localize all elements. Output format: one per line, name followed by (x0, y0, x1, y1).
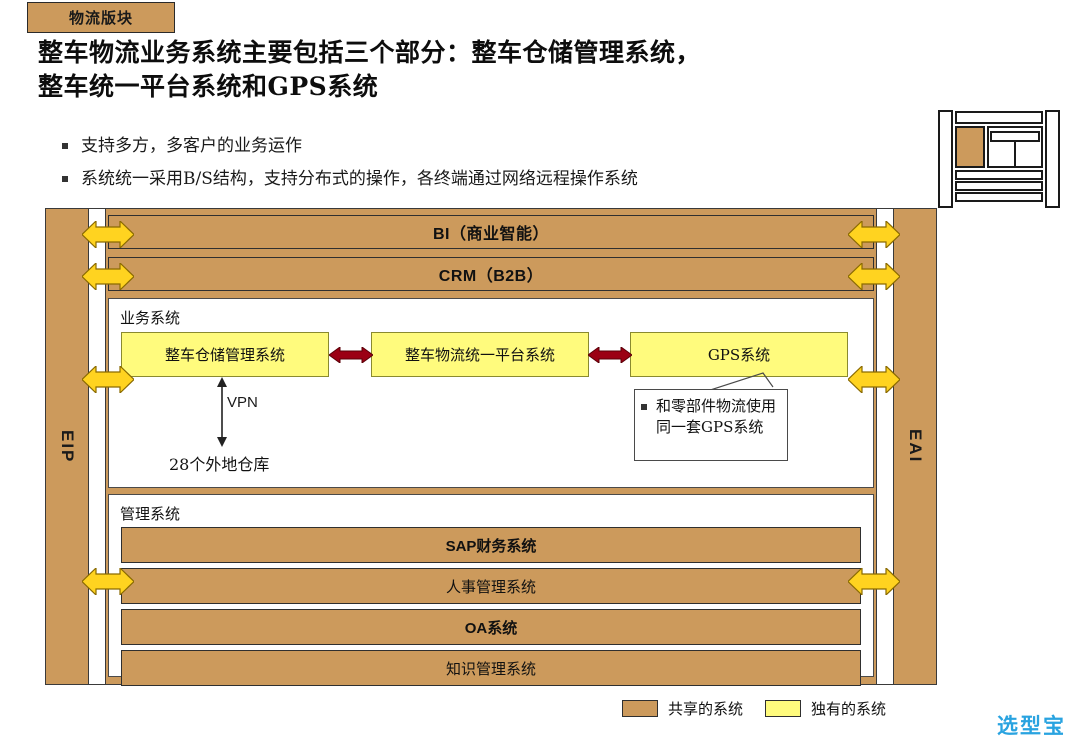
bar-knowledge-management-system[interactable]: 知识管理系统 (121, 650, 861, 686)
management-panel-title: 管理系统 (120, 505, 181, 523)
crm-band: CRM（B2B） (108, 257, 874, 291)
architecture-diagram: EIP EAI BI（商业智能） CRM（B2B） 业务系统 整车仓储管理系统 … (45, 208, 937, 686)
bullet-list: 支持多方，多客户的业务运作 系统统一采用B/S结构，支持分布式的操作，各终端通过… (62, 134, 892, 200)
bidirectional-arrow-icon (587, 346, 633, 364)
legend-swatch-shared (622, 700, 658, 717)
legend-label: 共享的系统 (668, 700, 744, 718)
page-title-line-1: 整车物流业务系统主要包括三个部分：整车仓储管理系统， (38, 38, 702, 67)
business-panel-title: 业务系统 (120, 309, 181, 327)
list-item: 支持多方，多客户的业务运作 (62, 134, 892, 158)
legend: 共享的系统 独有的系统 (622, 698, 886, 719)
box-unified-platform-system[interactable]: 整车物流统一平台系统 (371, 332, 589, 377)
bar-oa-system[interactable]: OA系统 (121, 609, 861, 645)
connector-arrow-icon (81, 364, 135, 395)
connector-arrow-icon (81, 219, 135, 250)
crm-band-label: CRM（B2B） (438, 268, 544, 285)
page-title-line-2: 整车统一平台系统和GPS系统 (38, 72, 379, 101)
left-gutter (88, 209, 106, 684)
connector-arrow-icon (847, 261, 901, 292)
remote-warehouse-label: 28个外地仓库 (169, 455, 270, 474)
bar-label: SAP财务系统 (445, 537, 537, 555)
connector-arrow-icon (847, 566, 901, 597)
box-gps-system[interactable]: GPS系统 (630, 332, 848, 377)
window-layout-icon (938, 110, 1060, 210)
legend-item-shared: 共享的系统 (622, 698, 743, 719)
bar-hr-management-system[interactable]: 人事管理系统 (121, 568, 861, 604)
connector-arrow-icon (847, 364, 901, 395)
bar-label: 知识管理系统 (445, 659, 536, 678)
bidirectional-arrow-icon (328, 346, 374, 364)
connector-arrow-icon (847, 219, 901, 250)
box-label: 整车物流统一平台系统 (404, 346, 555, 364)
bullet-text: 支持多方，多客户的业务运作 (81, 136, 302, 156)
section-tab-label: 物流版块 (68, 9, 133, 27)
diagram-inner: BI（商业智能） CRM（B2B） 业务系统 整车仓储管理系统 整车物流统一平台… (108, 209, 874, 686)
business-system-panel: 业务系统 整车仓储管理系统 整车物流统一平台系统 GPS系统 (108, 298, 874, 488)
connector-arrow-icon (81, 566, 135, 597)
box-warehouse-management-system[interactable]: 整车仓储管理系统 (121, 332, 329, 377)
eip-column: EIP (46, 209, 88, 684)
square-bullet-icon (62, 143, 68, 149)
legend-label: 独有的系统 (811, 700, 887, 718)
eip-label: EIP (58, 429, 77, 464)
eai-label: EAI (906, 429, 925, 464)
legend-item-exclusive: 独有的系统 (765, 698, 886, 719)
bi-band: BI（商业智能） (108, 215, 874, 249)
vpn-vertical-arrow-icon (211, 377, 233, 447)
bar-sap-finance-system[interactable]: SAP财务系统 (121, 527, 861, 563)
gps-callout-note: 和零部件物流使用同一套GPS系统 (634, 389, 788, 461)
section-tab: 物流版块 (27, 2, 175, 33)
vpn-label: VPN (227, 394, 258, 411)
connector-arrow-icon (81, 261, 135, 292)
square-bullet-icon (62, 176, 68, 182)
management-system-panel: 管理系统 SAP财务系统 人事管理系统 OA系统 知识管理系统 (108, 494, 874, 686)
eai-column: EAI (894, 209, 936, 684)
bar-label: OA系统 (464, 619, 518, 637)
right-gutter (876, 209, 894, 684)
bi-band-label: BI（商业智能） (432, 226, 549, 243)
callout-text: 和零部件物流使用同一套GPS系统 (656, 397, 777, 436)
bar-label: 人事管理系统 (445, 577, 536, 596)
watermark-logo: 选型宝 (997, 714, 1066, 738)
page-title: 整车物流业务系统主要包括三个部分：整车仓储管理系统， 整车统一平台系统和GPS系… (38, 36, 918, 104)
box-label: 整车仓储管理系统 (164, 346, 285, 364)
box-label: GPS系统 (707, 346, 771, 364)
bullet-text: 系统统一采用B/S结构，支持分布式的操作，各终端通过网络远程操作系统 (81, 169, 638, 189)
legend-swatch-exclusive (765, 700, 802, 717)
square-bullet-icon (641, 404, 647, 410)
list-item: 系统统一采用B/S结构，支持分布式的操作，各终端通过网络远程操作系统 (62, 167, 892, 191)
